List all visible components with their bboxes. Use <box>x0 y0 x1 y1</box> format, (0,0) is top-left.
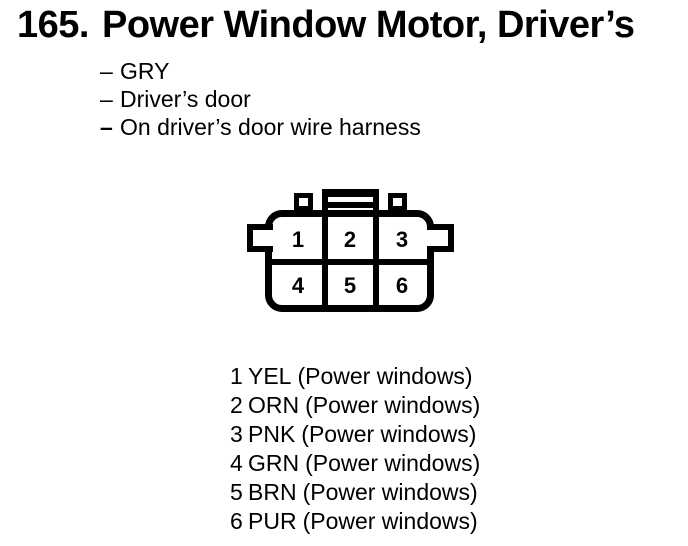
cavity-2: 2 <box>343 227 357 252</box>
pin-row: 5 BRN (Power windows) <box>230 478 480 507</box>
pin-wire-color: BRN <box>248 479 297 505</box>
lock-tab-bar <box>328 189 373 197</box>
dash-bullet: – <box>100 58 113 84</box>
pin-row: 2 ORN (Power windows) <box>230 391 480 420</box>
pin-function: (Power windows) <box>302 508 478 534</box>
cavity-1: 1 <box>291 227 305 252</box>
pin-function: (Power windows) <box>305 392 481 418</box>
detail-text: On driver’s door wire harness <box>120 114 421 140</box>
pin-wire-color: YEL <box>248 363 292 389</box>
guide-tab-left <box>294 193 313 211</box>
pin-function: (Power windows) <box>305 450 481 476</box>
pin-number: 2 <box>230 392 243 418</box>
dash-bullet: – <box>100 114 113 140</box>
cavity-3: 3 <box>395 227 409 252</box>
row-divider <box>267 259 432 265</box>
detail-notes: – GRY – Driver’s door – On driver’s door… <box>100 57 421 141</box>
pin-function: (Power windows) <box>297 363 473 389</box>
dash-bullet: – <box>100 86 113 112</box>
page-title: Power Window Motor, Driver’s <box>101 4 635 46</box>
cavity-5: 5 <box>343 273 357 298</box>
pin-row: 6 PUR (Power windows) <box>230 507 480 536</box>
pinout-legend: 1 YEL (Power windows) 2 ORN (Power windo… <box>230 362 480 536</box>
pin-row: 1 YEL (Power windows) <box>230 362 480 391</box>
pin-number: 6 <box>230 508 243 534</box>
detail-item-harness: – On driver’s door wire harness <box>100 113 421 141</box>
pin-number: 3 <box>230 421 243 447</box>
cavity-6: 6 <box>395 273 409 298</box>
pin-number: 1 <box>230 363 243 389</box>
figure-heading: 165. Power Window Motor, Driver’s <box>17 2 635 48</box>
detail-text: Driver’s door <box>120 86 251 112</box>
connector-ear-left <box>247 224 273 252</box>
figure-number: 165. <box>17 4 89 46</box>
connector-diagram: 1 2 3 4 5 6 <box>246 189 456 315</box>
cavity-4: 4 <box>291 273 305 298</box>
detail-item-location: – Driver’s door <box>100 85 421 113</box>
pin-row: 4 GRN (Power windows) <box>230 449 480 478</box>
detail-text: GRY <box>120 58 170 84</box>
pin-number: 5 <box>230 479 243 505</box>
pin-function: (Power windows) <box>301 421 477 447</box>
pin-wire-color: GRN <box>248 450 300 476</box>
pin-row: 3 PNK (Power windows) <box>230 420 480 449</box>
pin-number: 4 <box>230 450 243 476</box>
lock-tab-stripe <box>328 202 373 208</box>
connector-lock-tab <box>322 189 379 312</box>
pin-wire-color: PNK <box>248 421 296 447</box>
pin-wire-color: ORN <box>248 392 300 418</box>
detail-item-wire-color: – GRY <box>100 57 421 85</box>
pin-function: (Power windows) <box>302 479 478 505</box>
pin-wire-color: PUR <box>248 508 297 534</box>
connector-ear-right <box>427 224 454 252</box>
guide-tab-right <box>388 193 407 211</box>
